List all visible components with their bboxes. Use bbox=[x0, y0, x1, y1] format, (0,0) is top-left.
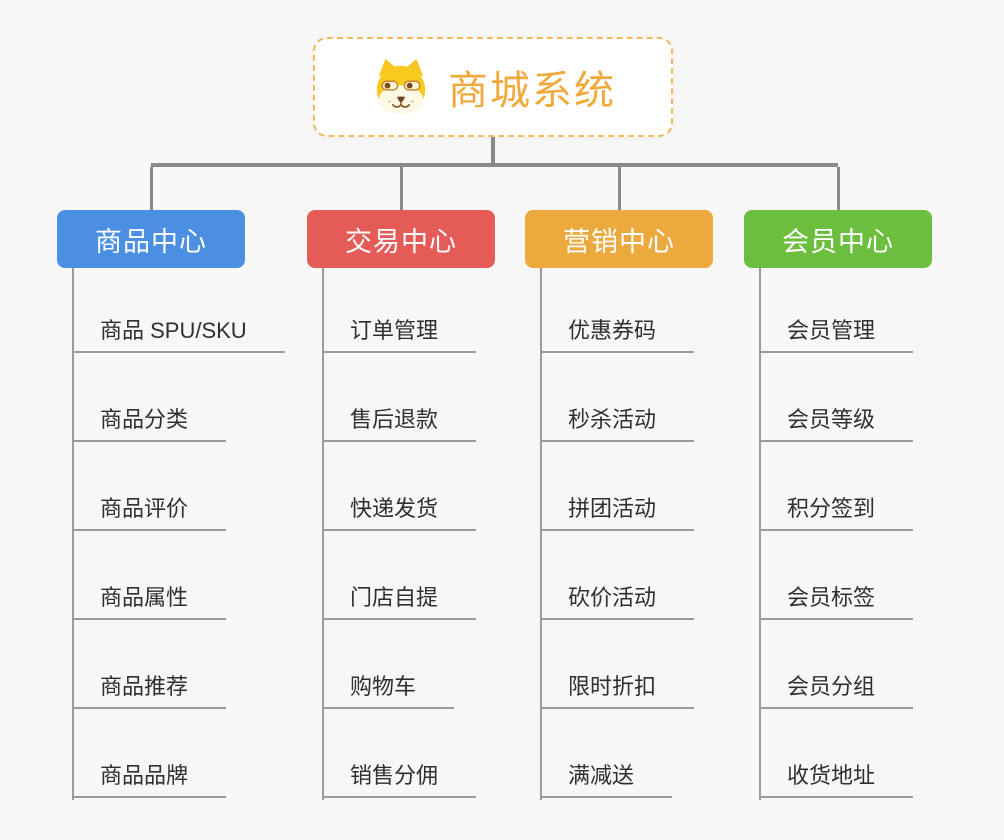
node-item-member-center-5[interactable]: 会员分组 bbox=[759, 674, 914, 709]
branch-column-product-center: 商品 SPU/SKU 商品分类商品评价商品属性商品推荐商品品牌 bbox=[72, 268, 289, 800]
branch-column-member-center: 会员管理会员等级积分签到会员标签会员分组收货地址 bbox=[759, 268, 976, 800]
node-item-trade-center-4[interactable]: 门店自提 bbox=[322, 585, 477, 620]
drop-line-product-center bbox=[150, 167, 153, 210]
node-item-product-center-5[interactable]: 商品推荐 bbox=[72, 674, 227, 709]
node-item-marketing-center-4[interactable]: 砍价活动 bbox=[540, 585, 695, 620]
branch-header-marketing-center[interactable]: 营销中心 bbox=[525, 210, 713, 268]
root-stem-line bbox=[491, 137, 495, 165]
node-item-product-center-6[interactable]: 商品品牌 bbox=[72, 763, 227, 798]
node-item-marketing-center-5[interactable]: 限时折扣 bbox=[540, 674, 695, 709]
dog-face-icon bbox=[376, 58, 426, 115]
root-title: 商城系统 bbox=[448, 69, 616, 113]
node-item-trade-center-6[interactable]: 销售分佣 bbox=[322, 763, 477, 798]
node-item-member-center-2[interactable]: 会员等级 bbox=[759, 407, 914, 442]
root-node[interactable]: 商城系统 bbox=[313, 37, 673, 137]
branch-header-member-center[interactable]: 会员中心 bbox=[744, 210, 932, 268]
drop-line-marketing-center bbox=[618, 167, 621, 210]
horizontal-bus-line bbox=[151, 163, 838, 167]
branch-column-marketing-center: 优惠券码秒杀活动拼团活动砍价活动限时折扣满减送 bbox=[540, 268, 757, 800]
branch-column-trade-center: 订单管理售后退款快递发货门店自提购物车销售分佣 bbox=[322, 268, 539, 800]
branch-header-product-center[interactable]: 商品中心 bbox=[57, 210, 245, 268]
node-item-product-center-1[interactable]: 商品 SPU/SKU bbox=[72, 318, 285, 353]
node-item-member-center-6[interactable]: 收货地址 bbox=[759, 763, 914, 798]
node-item-marketing-center-6[interactable]: 满减送 bbox=[540, 763, 673, 798]
node-item-trade-center-1[interactable]: 订单管理 bbox=[322, 318, 477, 353]
node-item-marketing-center-2[interactable]: 秒杀活动 bbox=[540, 407, 695, 442]
node-item-trade-center-5[interactable]: 购物车 bbox=[322, 674, 455, 709]
node-item-product-center-2[interactable]: 商品分类 bbox=[72, 407, 227, 442]
node-item-marketing-center-3[interactable]: 拼团活动 bbox=[540, 496, 695, 531]
node-item-trade-center-2[interactable]: 售后退款 bbox=[322, 407, 477, 442]
drop-line-trade-center bbox=[400, 167, 403, 210]
node-item-marketing-center-1[interactable]: 优惠券码 bbox=[540, 318, 695, 353]
node-item-member-center-3[interactable]: 积分签到 bbox=[759, 496, 914, 531]
branch-header-trade-center[interactable]: 交易中心 bbox=[307, 210, 495, 268]
node-item-member-center-4[interactable]: 会员标签 bbox=[759, 585, 914, 620]
node-item-trade-center-3[interactable]: 快递发货 bbox=[322, 496, 477, 531]
drop-line-member-center bbox=[837, 167, 840, 210]
node-item-member-center-1[interactable]: 会员管理 bbox=[759, 318, 914, 353]
node-item-product-center-3[interactable]: 商品评价 bbox=[72, 496, 227, 531]
node-item-product-center-4[interactable]: 商品属性 bbox=[72, 585, 227, 620]
